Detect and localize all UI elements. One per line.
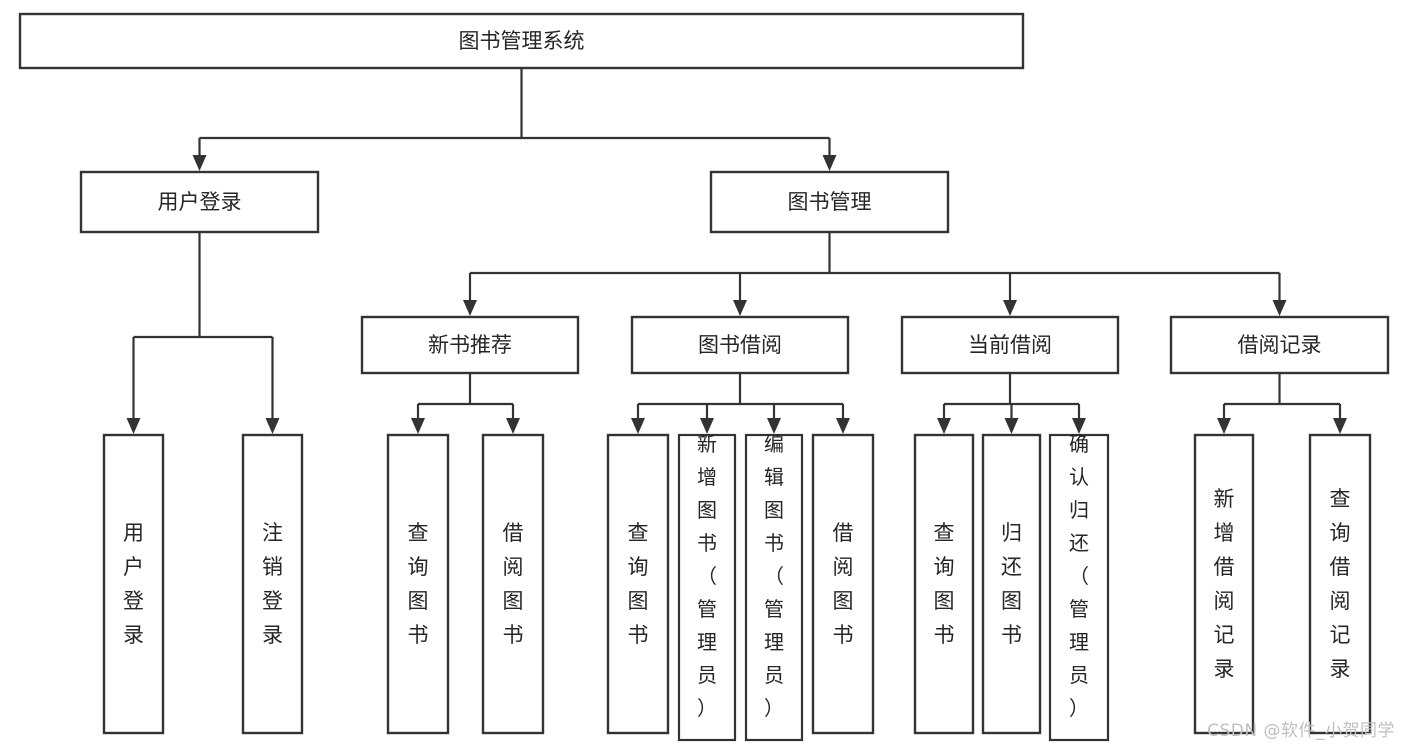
node-box (709, 170, 950, 234)
arrow-head-icon (937, 418, 951, 434)
node-leaf-query-book-current[interactable]: 查询图书 (913, 433, 975, 735)
arrow-head-icon (192, 155, 207, 171)
node-root[interactable]: 图书管理系统 (18, 12, 1025, 70)
arrow-head-icon (1072, 418, 1086, 434)
node-label: 新增借阅记录 (1214, 487, 1235, 681)
node-box (900, 315, 1120, 375)
node-label: 新书推荐 (428, 333, 512, 357)
connector-root-to-level1 (192, 68, 837, 171)
node-leaf-confirm-return-admin[interactable]: 确认归还（管理员） (1048, 432, 1110, 742)
node-label: 查询借阅记录 (1330, 487, 1351, 681)
arrow-head-icon (411, 418, 425, 434)
arrow-head-icon (767, 418, 781, 434)
node-leaf-return-book[interactable]: 归还图书 (981, 433, 1042, 735)
node-label: 查询图书 (408, 521, 429, 647)
connector-userlogin-to-leaves (126, 232, 280, 434)
node-label: 图书管理系统 (459, 29, 585, 53)
node-box (630, 315, 850, 375)
connector-records-to-leaves (1217, 373, 1347, 434)
node-box (1169, 315, 1390, 375)
arrow-head-icon (506, 418, 520, 434)
node-label: 图书借阅 (698, 333, 782, 357)
node-box (241, 433, 304, 735)
arrow-head-icon (733, 300, 747, 316)
node-label: 新增图书（管理员） (697, 432, 717, 720)
node-box (913, 433, 975, 735)
node-book-borrow[interactable]: 图书借阅 (630, 315, 850, 375)
node-label: 注销登录 (262, 521, 283, 647)
node-box (677, 433, 737, 742)
arrow-head-icon (265, 418, 280, 434)
node-box (79, 170, 320, 234)
node-borrow-records[interactable]: 借阅记录 (1169, 315, 1390, 375)
node-current-borrow[interactable]: 当前借阅 (900, 315, 1120, 375)
node-label: 查询图书 (934, 521, 955, 647)
connector-recommend-to-leaves (411, 373, 520, 434)
node-leaf-borrow-book-recommend[interactable]: 借阅图书 (481, 433, 545, 735)
connector-bookmgmt-to-level2 (463, 232, 1287, 316)
node-leaf-query-book-recommend[interactable]: 查询图书 (386, 433, 450, 735)
arrow-head-icon (1333, 418, 1347, 434)
arrow-head-icon (822, 155, 837, 171)
node-label: 查询图书 (628, 521, 649, 647)
connector-borrow-to-leaves (631, 373, 850, 434)
node-box (386, 433, 450, 735)
node-label: 确认归还（管理员） (1069, 432, 1089, 720)
node-box (606, 433, 670, 735)
node-leaf-edit-book-admin[interactable]: 编辑图书（管理员） (744, 432, 804, 742)
arrow-head-icon (631, 418, 645, 434)
node-book-management[interactable]: 图书管理 (709, 170, 950, 234)
node-leaf-add-borrow-record[interactable]: 新增借阅记录 (1193, 433, 1255, 735)
node-box (1193, 433, 1255, 735)
node-leaf-add-book-admin[interactable]: 新增图书（管理员） (677, 432, 737, 742)
arrow-head-icon (700, 418, 714, 434)
node-label: 用户登录 (123, 521, 144, 647)
node-box (981, 433, 1042, 735)
node-box (360, 315, 580, 375)
arrow-head-icon (1217, 418, 1231, 434)
node-box (102, 433, 165, 735)
node-box (1308, 433, 1372, 735)
node-label: 图书管理 (788, 190, 872, 214)
node-leaf-borrow-book[interactable]: 借阅图书 (811, 433, 875, 735)
arrow-head-icon (836, 418, 850, 434)
arrow-head-icon (463, 300, 477, 316)
node-leaf-query-book-borrow[interactable]: 查询图书 (606, 433, 670, 735)
arrow-head-icon (126, 418, 141, 434)
node-leaf-user-login[interactable]: 用户登录 (102, 433, 165, 735)
node-label: 当前借阅 (968, 333, 1052, 357)
node-box (481, 433, 545, 735)
node-label: 编辑图书（管理员） (764, 432, 784, 720)
arrow-head-icon (1272, 300, 1287, 316)
node-new-book-recommend[interactable]: 新书推荐 (360, 315, 580, 375)
node-label: 借阅图书 (833, 521, 854, 647)
node-leaf-query-borrow-record[interactable]: 查询借阅记录 (1308, 433, 1372, 735)
node-box (811, 433, 875, 735)
node-label: 借阅记录 (1238, 333, 1322, 357)
node-user-login[interactable]: 用户登录 (79, 170, 320, 234)
arrow-head-icon (1003, 300, 1017, 316)
node-layer: 图书管理系统用户登录图书管理新书推荐图书借阅当前借阅借阅记录用户登录注销登录查询… (18, 12, 1390, 742)
node-box (744, 433, 804, 742)
node-leaf-logout[interactable]: 注销登录 (241, 433, 304, 735)
node-label: 用户登录 (158, 190, 242, 214)
connector-layer (126, 68, 1347, 434)
connector-current-to-leaves (937, 373, 1086, 434)
node-box (1048, 433, 1110, 742)
arrow-head-icon (1004, 418, 1019, 434)
node-label: 归还图书 (1001, 521, 1022, 647)
node-label: 借阅图书 (503, 521, 524, 647)
node-box (18, 12, 1025, 70)
